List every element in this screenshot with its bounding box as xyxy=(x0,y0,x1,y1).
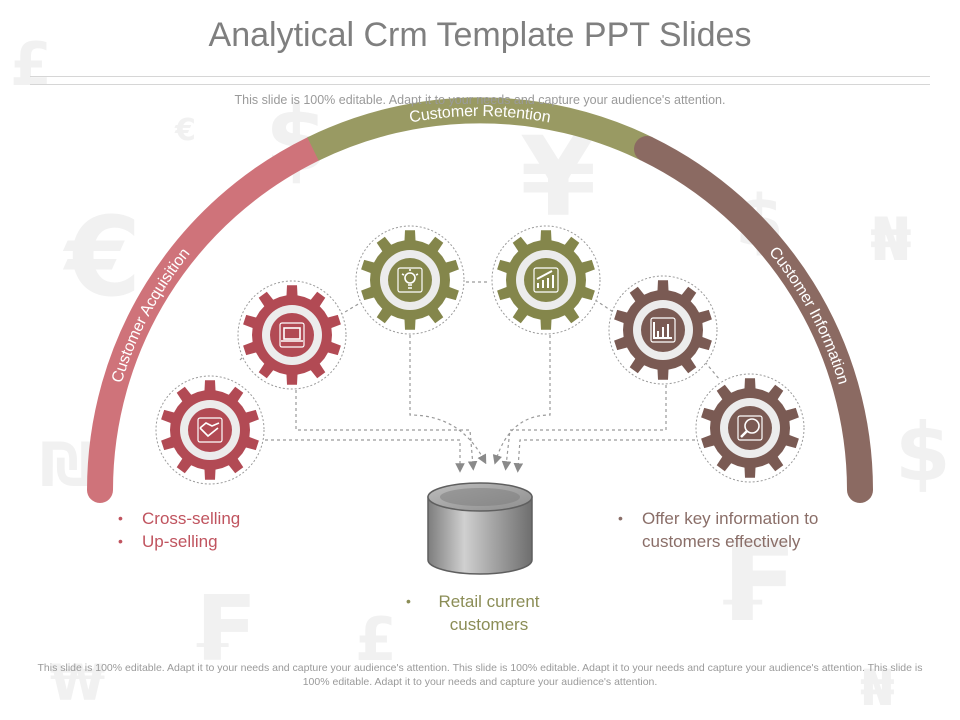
gear-icon-frame xyxy=(197,417,223,443)
gear-icon-frame xyxy=(533,267,559,293)
arc-label-customer-information: Customer Information xyxy=(765,244,851,387)
bullet-item: Up-selling xyxy=(112,530,240,553)
arc-segment-customer-information xyxy=(634,136,873,503)
bullets-customer-retention: Retail current customers xyxy=(404,590,574,636)
bullet-item: Retail current customers xyxy=(404,590,574,636)
arc-segment-customer-acquisition xyxy=(87,136,326,503)
svg-text:₦: ₦ xyxy=(860,659,895,717)
gear-node xyxy=(695,373,805,483)
gear-hub xyxy=(188,408,232,452)
arc-segment-customer-retention xyxy=(307,97,653,161)
gear-node xyxy=(608,275,718,385)
gear-hub xyxy=(524,258,568,302)
laptop-icon xyxy=(281,327,303,342)
growth-chart-icon xyxy=(536,270,554,288)
title-rule-bottom xyxy=(30,84,930,85)
gear-icon-frame xyxy=(737,415,763,441)
svg-text:€: € xyxy=(174,113,196,148)
gear-node xyxy=(355,225,465,335)
bullet-item: Offer key information to customers effec… xyxy=(612,507,872,553)
svg-text:₩: ₩ xyxy=(50,654,105,712)
title-rule-top xyxy=(30,76,930,77)
slide-title: Analytical Crm Template PPT Slides xyxy=(208,16,752,54)
gear-node xyxy=(491,225,601,335)
gear-icon-frame xyxy=(650,317,676,343)
database-cylinder-icon xyxy=(427,482,533,575)
bullets-customer-information: Offer key information to customers effec… xyxy=(612,507,872,553)
gear-icon-frame xyxy=(279,322,305,348)
svg-text:£: £ xyxy=(10,30,52,100)
slide-subtitle: This slide is 100% editable. Adapt it to… xyxy=(234,93,726,107)
arc-label-customer-retention: Customer Retention xyxy=(408,103,552,127)
gear-node xyxy=(155,375,265,485)
bullet-item: Cross-selling xyxy=(112,507,240,530)
bar-chart-icon xyxy=(653,322,672,339)
svg-text:$: $ xyxy=(895,406,951,499)
svg-text:₪: ₪ xyxy=(40,430,94,500)
svg-text:€: € xyxy=(62,193,142,321)
slide-footer: This slide is 100% editable. Adapt it to… xyxy=(37,662,923,688)
gear-icon-frame xyxy=(397,267,423,293)
gear-hub xyxy=(728,406,772,450)
svg-text:£: £ xyxy=(355,605,397,675)
gear-hub xyxy=(388,258,432,302)
gears-group xyxy=(155,225,805,485)
gear-node xyxy=(237,280,347,390)
gear-hub xyxy=(270,313,314,357)
connector-lines xyxy=(239,281,721,473)
svg-text:₣: ₣ xyxy=(190,577,253,682)
magnifier-chart-icon xyxy=(740,418,760,438)
svg-text:Customer Retention: Customer Retention xyxy=(408,103,552,127)
bullets-customer-acquisition: Cross-selling Up-selling xyxy=(112,507,240,553)
lightbulb-icon xyxy=(401,269,419,289)
handshake-icon xyxy=(199,422,220,438)
svg-text:Customer Information: Customer Information xyxy=(765,244,851,387)
arc-band xyxy=(87,97,873,503)
svg-text:₦: ₦ xyxy=(870,205,912,275)
